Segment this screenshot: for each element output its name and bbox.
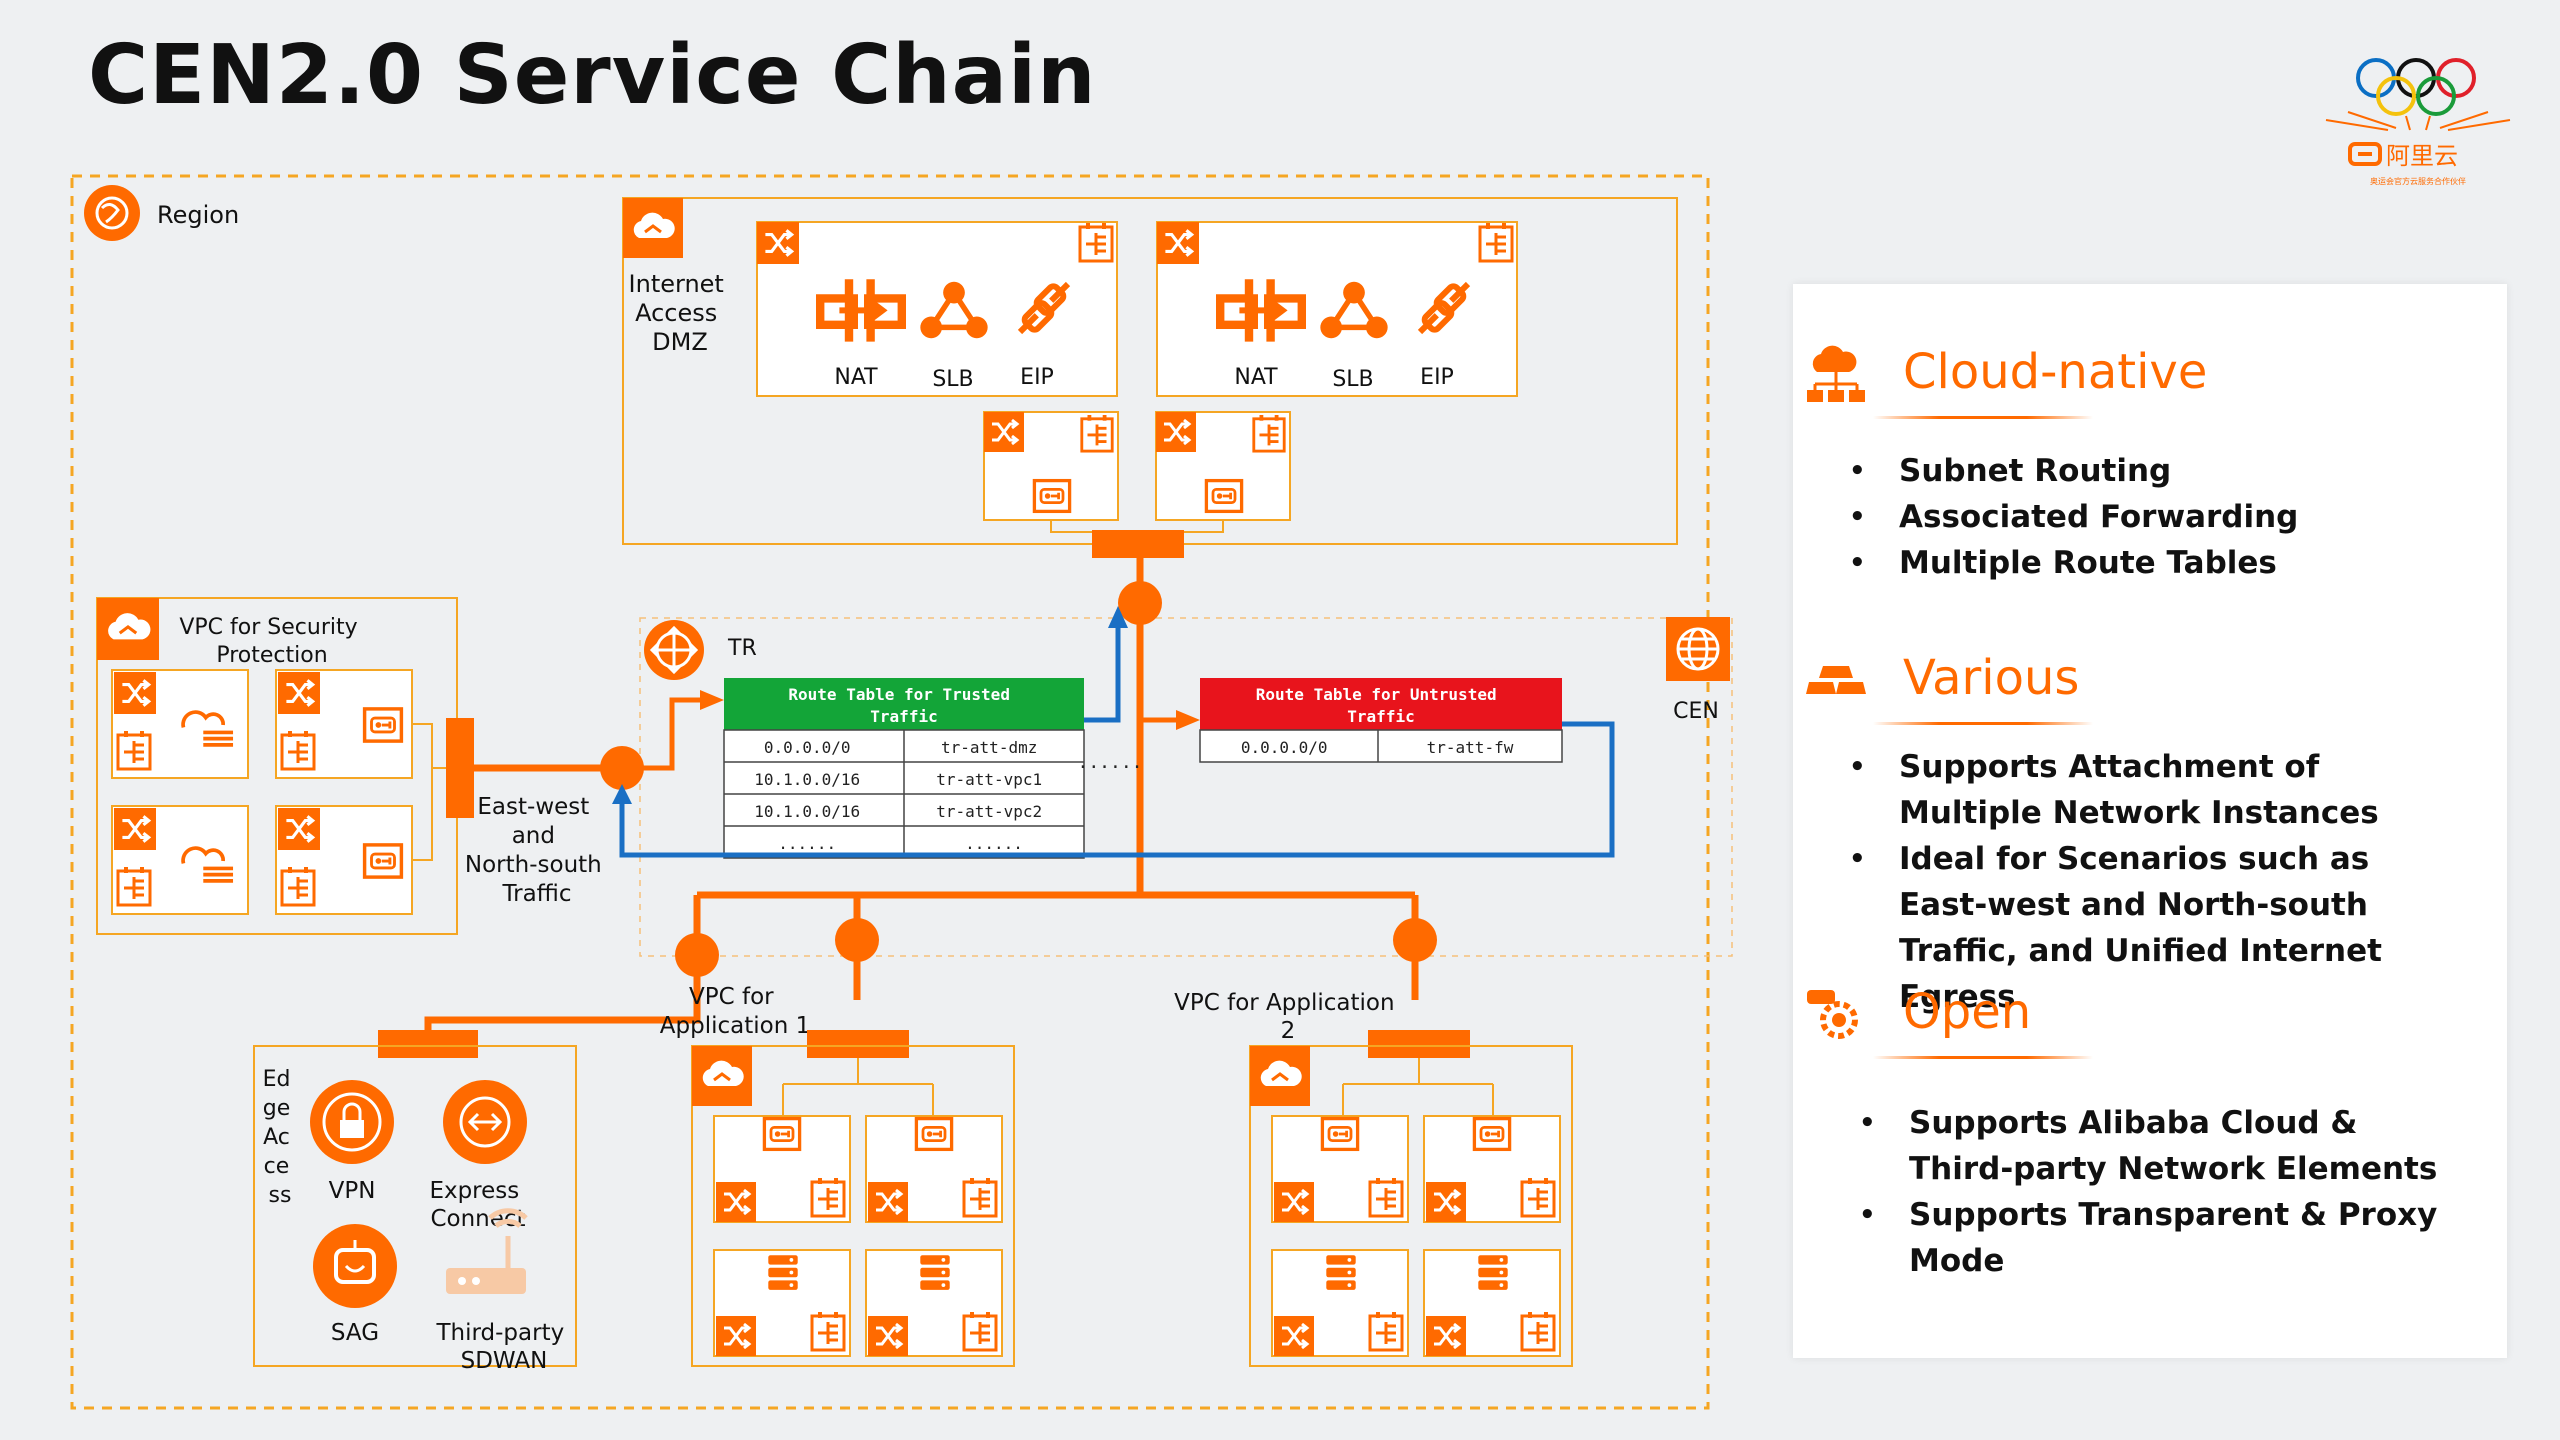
dmz-cloud-icon	[623, 198, 683, 258]
server-icon	[1478, 1255, 1508, 1290]
svg-text:阿里云: 阿里云	[2386, 142, 2458, 170]
app2-vpc-box	[1249, 1045, 1573, 1367]
app1-attachment-bar	[807, 1030, 909, 1058]
list-item: Ideal for Scenarios such as East-west an…	[1843, 836, 2459, 1020]
router-icon	[716, 1182, 756, 1222]
service-chain-diagram: Region CEN Internet Access DMZ NAT SLB E…	[70, 174, 1733, 1410]
router-icon	[278, 808, 320, 850]
traffic-label: East-west and North-south Traffic	[465, 794, 609, 907]
app1-vpc-box	[691, 1045, 1015, 1367]
app2-label: VPC for Application 2	[1174, 990, 1402, 1044]
app1-attachment-node	[835, 918, 879, 962]
divider	[1873, 722, 2093, 725]
list-item: Supports Transparent & Proxy Mode	[1853, 1192, 2469, 1284]
app2-cloud-icon	[1250, 1046, 1310, 1106]
router-icon	[1426, 1316, 1466, 1356]
router-icon	[757, 222, 799, 264]
tr-icon	[644, 620, 704, 680]
trusted-route-table: Route Table for Trusted Traffic 0.0.0.0/…	[723, 678, 1085, 859]
edge-access-label: Ed ge Ac ce ss	[263, 1067, 298, 1208]
svg-text:Route Table for Trusted: Route Table for Trusted Traffic	[788, 685, 1019, 726]
router-icon	[1426, 1182, 1466, 1222]
server-icon	[920, 1255, 950, 1290]
security-attachment-node	[600, 746, 644, 790]
router-icon	[114, 808, 156, 850]
slb-label: SLB	[1332, 367, 1373, 392]
app2-attachment-bar	[1368, 1030, 1470, 1058]
router-icon	[1156, 412, 1196, 452]
feature-title: Open	[1903, 984, 2032, 1040]
stacked-bars-icon	[1806, 666, 1866, 694]
divider	[1873, 1056, 2093, 1059]
slb-label: SLB	[932, 367, 973, 392]
svg-text:0.0.0.0/0 tr-att-dmz: 0.0.0.0/0 tr-att-dmz 10.1.0.0/16 tr-att-…	[754, 738, 1052, 853]
olympic-rings-icon	[2356, 58, 2476, 116]
router-icon	[984, 412, 1024, 452]
edge-attachment-bar	[378, 1030, 478, 1058]
cen-boundary	[639, 617, 1733, 957]
feature-bullets: Subnet Routing Associated Forwarding Mul…	[1843, 448, 2459, 586]
sag-icon	[313, 1224, 397, 1308]
list-item: Multiple Route Tables	[1843, 540, 2459, 586]
cloud-network-icon	[1807, 345, 1865, 402]
server-icon	[1326, 1255, 1356, 1290]
tr-label: TR	[727, 636, 757, 661]
app2-attachment-node	[1393, 918, 1437, 962]
more-tables-dots: ......	[1077, 752, 1142, 773]
cen-label: CEN	[1673, 699, 1719, 724]
eip-label: EIP	[1020, 365, 1054, 390]
security-vpc-label: VPC for Security Protection	[179, 615, 364, 668]
region-boundary	[70, 174, 1710, 1410]
svg-text:0.0.0.0/0 tr-att-fw: 0.0.0.0/0 tr-att-fw	[1241, 738, 1514, 757]
server-icon	[768, 1255, 798, 1290]
svg-text:奥运会官方云服务合作伙伴: 奥运会官方云服务合作伙伴	[2370, 176, 2466, 186]
router-icon	[1157, 222, 1199, 264]
alibaba-cloud-logo: 阿里云 奥运会官方云服务合作伙伴	[2325, 58, 2511, 186]
list-item: Supports Attachment of Multiple Network …	[1843, 744, 2459, 836]
app1-label: VPC for Application 1	[660, 984, 810, 1039]
edge-attachment-node	[675, 933, 719, 977]
list-item: Subnet Routing	[1843, 448, 2459, 494]
features-panel: Cloud-native Subnet Routing Associated F…	[1793, 284, 2507, 1358]
list-item: Supports Alibaba Cloud & Third-party Net…	[1853, 1100, 2469, 1192]
region-label: Region	[157, 201, 239, 229]
sdwan-router-icon	[446, 1208, 528, 1294]
feature-title: Various	[1903, 650, 2080, 706]
router-icon	[1274, 1316, 1314, 1356]
app1-cloud-icon	[692, 1046, 752, 1106]
list-item: Associated Forwarding	[1843, 494, 2459, 540]
nat-label: NAT	[1234, 365, 1278, 390]
sdwan-label: Third-party SDWAN	[435, 1320, 571, 1374]
router-icon	[1274, 1182, 1314, 1222]
router-icon	[868, 1316, 908, 1356]
dmz-label: Internet Access DMZ	[629, 270, 732, 356]
divider	[1873, 416, 2093, 419]
nat-label: NAT	[834, 365, 878, 390]
feature-bullets: Supports Alibaba Cloud & Third-party Net…	[1853, 1100, 2469, 1284]
dmz-attachment-node	[1118, 581, 1162, 625]
security-vpc-cloud-icon	[97, 598, 159, 660]
router-icon	[716, 1316, 756, 1356]
router-icon	[114, 672, 156, 714]
page-title: CEN2.0 Service Chain	[88, 28, 1097, 123]
open-gear-icon	[1807, 990, 1858, 1039]
feature-bullets: Supports Attachment of Multiple Network …	[1843, 744, 2459, 1020]
sag-label: SAG	[331, 1320, 379, 1346]
eip-label: EIP	[1420, 365, 1454, 390]
svg-text:Route Table for Untrusted: Route Table for Untrusted Traffic	[1256, 685, 1506, 726]
security-attachment-bar	[446, 718, 474, 818]
dmz-attachment-bar	[1092, 530, 1184, 558]
region-icon	[84, 185, 140, 241]
edge-access-box	[253, 1045, 577, 1367]
router-icon	[278, 672, 320, 714]
express-connect-icon	[443, 1080, 527, 1164]
feature-title: Cloud-native	[1903, 344, 2208, 400]
express-connect-label: Express Connect	[429, 1178, 526, 1232]
vpn-label: VPN	[329, 1178, 376, 1204]
router-icon	[868, 1182, 908, 1222]
vpn-icon	[310, 1080, 394, 1164]
untrusted-route-table: Route Table for Untrusted Traffic 0.0.0.…	[1199, 678, 1563, 763]
